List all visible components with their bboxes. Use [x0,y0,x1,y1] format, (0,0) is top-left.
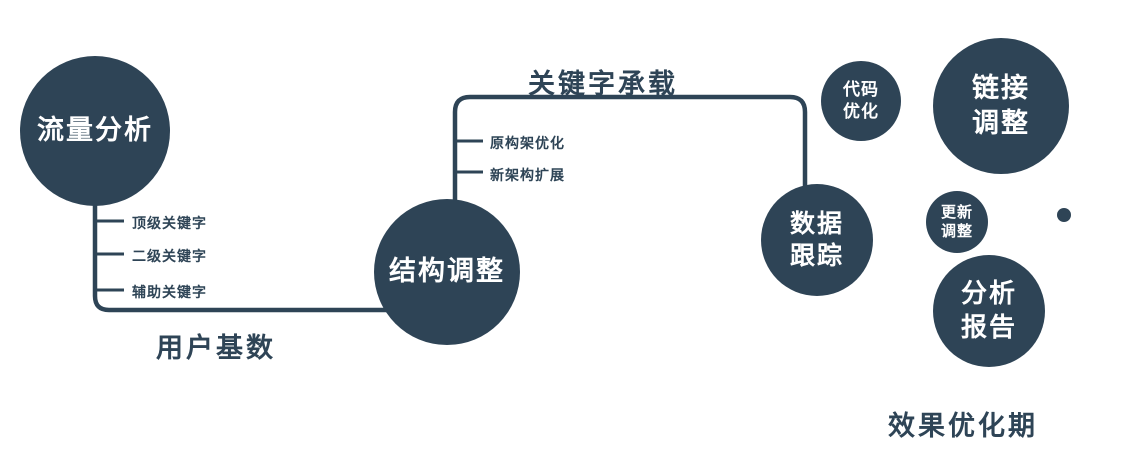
edge-user-base-line [92,198,402,313]
decorative-dot [1057,208,1071,222]
edge-label-keyword-carrying: 关键字承载 [528,69,678,99]
node-structure-adjustment: 结构调整 [374,199,520,345]
tick-label-top-keyword: 顶级关键字 [132,215,207,231]
node-code-optimization: 代码 优化 [821,61,901,141]
footer-effect-optimization-period: 效果优化期 [888,411,1038,441]
node-data-tracking: 数据 跟踪 [761,184,873,296]
tick-label-arch-optimize: 原构架优化 [490,135,565,151]
node-analysis-report: 分析 报告 [933,255,1045,367]
node-traffic-analysis: 流量分析 [20,56,170,206]
tick-label-second-keyword: 二级关键字 [132,248,207,264]
edge-keyword-line [452,94,808,202]
tick-label-arch-expand: 新架构扩展 [490,167,565,183]
node-update-adjustment: 更新 调整 [926,191,988,253]
tick-label-aux-keyword: 辅助关键字 [132,284,207,300]
edge-label-user-base: 用户基数 [156,333,276,363]
node-link-adjustment: 链接 调整 [933,38,1069,174]
